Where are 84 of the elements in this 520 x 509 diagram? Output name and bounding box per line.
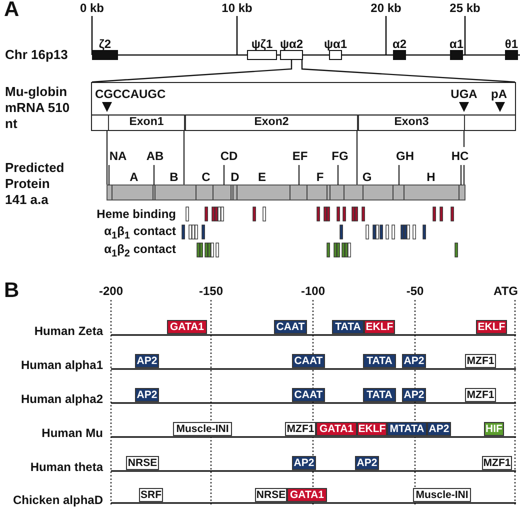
binding-site-box: EKLF bbox=[364, 320, 395, 334]
binding-site-box: AP2 bbox=[402, 388, 426, 402]
helix-label: H bbox=[426, 170, 436, 185]
gene-label: θ1 bbox=[504, 38, 520, 50]
helix-label: D bbox=[230, 170, 240, 185]
junction-label: AB bbox=[146, 149, 164, 164]
panel-letter: B bbox=[4, 279, 20, 303]
helix-label: E bbox=[258, 170, 266, 185]
helix-label: A bbox=[130, 170, 138, 185]
binding-site-box: AP2 bbox=[427, 422, 451, 436]
scale-label: 0 kb bbox=[80, 1, 104, 16]
binding-site-box: EKLF bbox=[357, 422, 387, 436]
exon-segment: Exon2 bbox=[185, 115, 358, 130]
helix-label: B bbox=[170, 170, 178, 185]
binding-site-box: CAAT bbox=[274, 320, 307, 334]
binding-site-box: HIF bbox=[484, 422, 504, 436]
binding-site-box: GATA1 bbox=[287, 488, 327, 502]
binding-site-box: MZF1 bbox=[465, 354, 496, 368]
junction-label: EF bbox=[292, 149, 308, 164]
gene-label: ψζ1 bbox=[250, 38, 274, 50]
panel-letter: A bbox=[4, 0, 20, 22]
binding-site-box: SRF bbox=[139, 488, 163, 502]
binding-site-box: TATA bbox=[363, 354, 396, 368]
codon-label: UGA bbox=[450, 87, 478, 102]
exon-segment: Exon3 bbox=[358, 115, 465, 130]
row-label: Human alpha1 bbox=[20, 358, 103, 373]
row-label: Human Mu bbox=[42, 426, 103, 441]
gene-label: ψα2 bbox=[278, 38, 304, 50]
position-label: ATG bbox=[494, 284, 518, 299]
binding-site-box: AP2 bbox=[135, 354, 159, 368]
position-label: -150 bbox=[198, 284, 224, 299]
junction-label: CD bbox=[220, 149, 238, 164]
binding-site-box: AP2 bbox=[292, 456, 316, 470]
row-label: Human theta bbox=[30, 460, 103, 475]
junction-label: NA bbox=[109, 149, 127, 164]
junction-label: HC bbox=[451, 149, 469, 164]
binding-site-box: Muscle-INI bbox=[173, 422, 232, 436]
binding-site-box: GATA1 bbox=[167, 320, 207, 334]
binding-site-box: MZF1 bbox=[285, 422, 316, 436]
mrna-box bbox=[91, 82, 516, 131]
row-label: Chicken alphaD bbox=[12, 493, 103, 508]
binding-site-box: GATA1 bbox=[316, 422, 357, 436]
zoom-line bbox=[301, 60, 516, 83]
gene-label: ζ2 bbox=[98, 38, 112, 50]
row-label: Human Zeta bbox=[34, 324, 103, 339]
helix-label: C bbox=[202, 170, 210, 185]
binding-site-box: TATA bbox=[363, 388, 396, 402]
scale-label: 20 kb bbox=[370, 1, 402, 16]
helix-label: G bbox=[362, 170, 372, 185]
track-label: α$_{1}$β$_{1}$ contact bbox=[104, 224, 176, 244]
binding-site-box: MTATA bbox=[387, 422, 427, 436]
sequence-label: CGCCAUGC bbox=[95, 87, 166, 102]
binding-site-box: MZF1 bbox=[482, 456, 512, 470]
scale-label: 10 kb bbox=[222, 1, 252, 16]
binding-site-box: AP2 bbox=[402, 354, 426, 368]
binding-site-box: TATA bbox=[332, 320, 364, 334]
junction-label: GH bbox=[396, 149, 414, 164]
position-label: -50 bbox=[406, 284, 424, 299]
track-label: Heme binding bbox=[96, 207, 176, 222]
junction-label: FG bbox=[332, 149, 348, 164]
site-label: pA bbox=[491, 87, 507, 102]
binding-site-box: Muscle-INI bbox=[413, 488, 471, 502]
binding-site-box: MZF1 bbox=[465, 388, 496, 402]
gene-label: ψα1 bbox=[322, 38, 348, 50]
track-label: Predicted Protein 141 a.a bbox=[5, 160, 66, 208]
position-label: -100 bbox=[300, 284, 326, 299]
binding-site-box: AP2 bbox=[355, 456, 379, 470]
track-label: α$_{1}$β$_{2}$ contact bbox=[104, 242, 176, 262]
helix-label: F bbox=[316, 170, 324, 185]
gene-label: α1 bbox=[448, 38, 465, 50]
binding-site-box: AP2 bbox=[135, 388, 159, 402]
track-label: Mu-globin mRNA 510 nt bbox=[5, 84, 71, 132]
zoom-line bbox=[92, 60, 292, 83]
row-label: Human alpha2 bbox=[20, 392, 103, 407]
binding-site-box: CAAT bbox=[292, 354, 325, 368]
binding-site-box: NRSE bbox=[126, 456, 159, 470]
binding-site-box: EKLF bbox=[476, 320, 507, 334]
exon-segment: Exon1 bbox=[108, 115, 185, 130]
binding-site-box: CAAT bbox=[292, 388, 325, 402]
position-label: -200 bbox=[98, 284, 124, 299]
scale-label: 25 kb bbox=[450, 1, 480, 16]
track-label: Chr 16p13 bbox=[5, 47, 68, 63]
gene-label: α2 bbox=[391, 38, 408, 50]
binding-site-box: NRSE bbox=[255, 488, 287, 502]
